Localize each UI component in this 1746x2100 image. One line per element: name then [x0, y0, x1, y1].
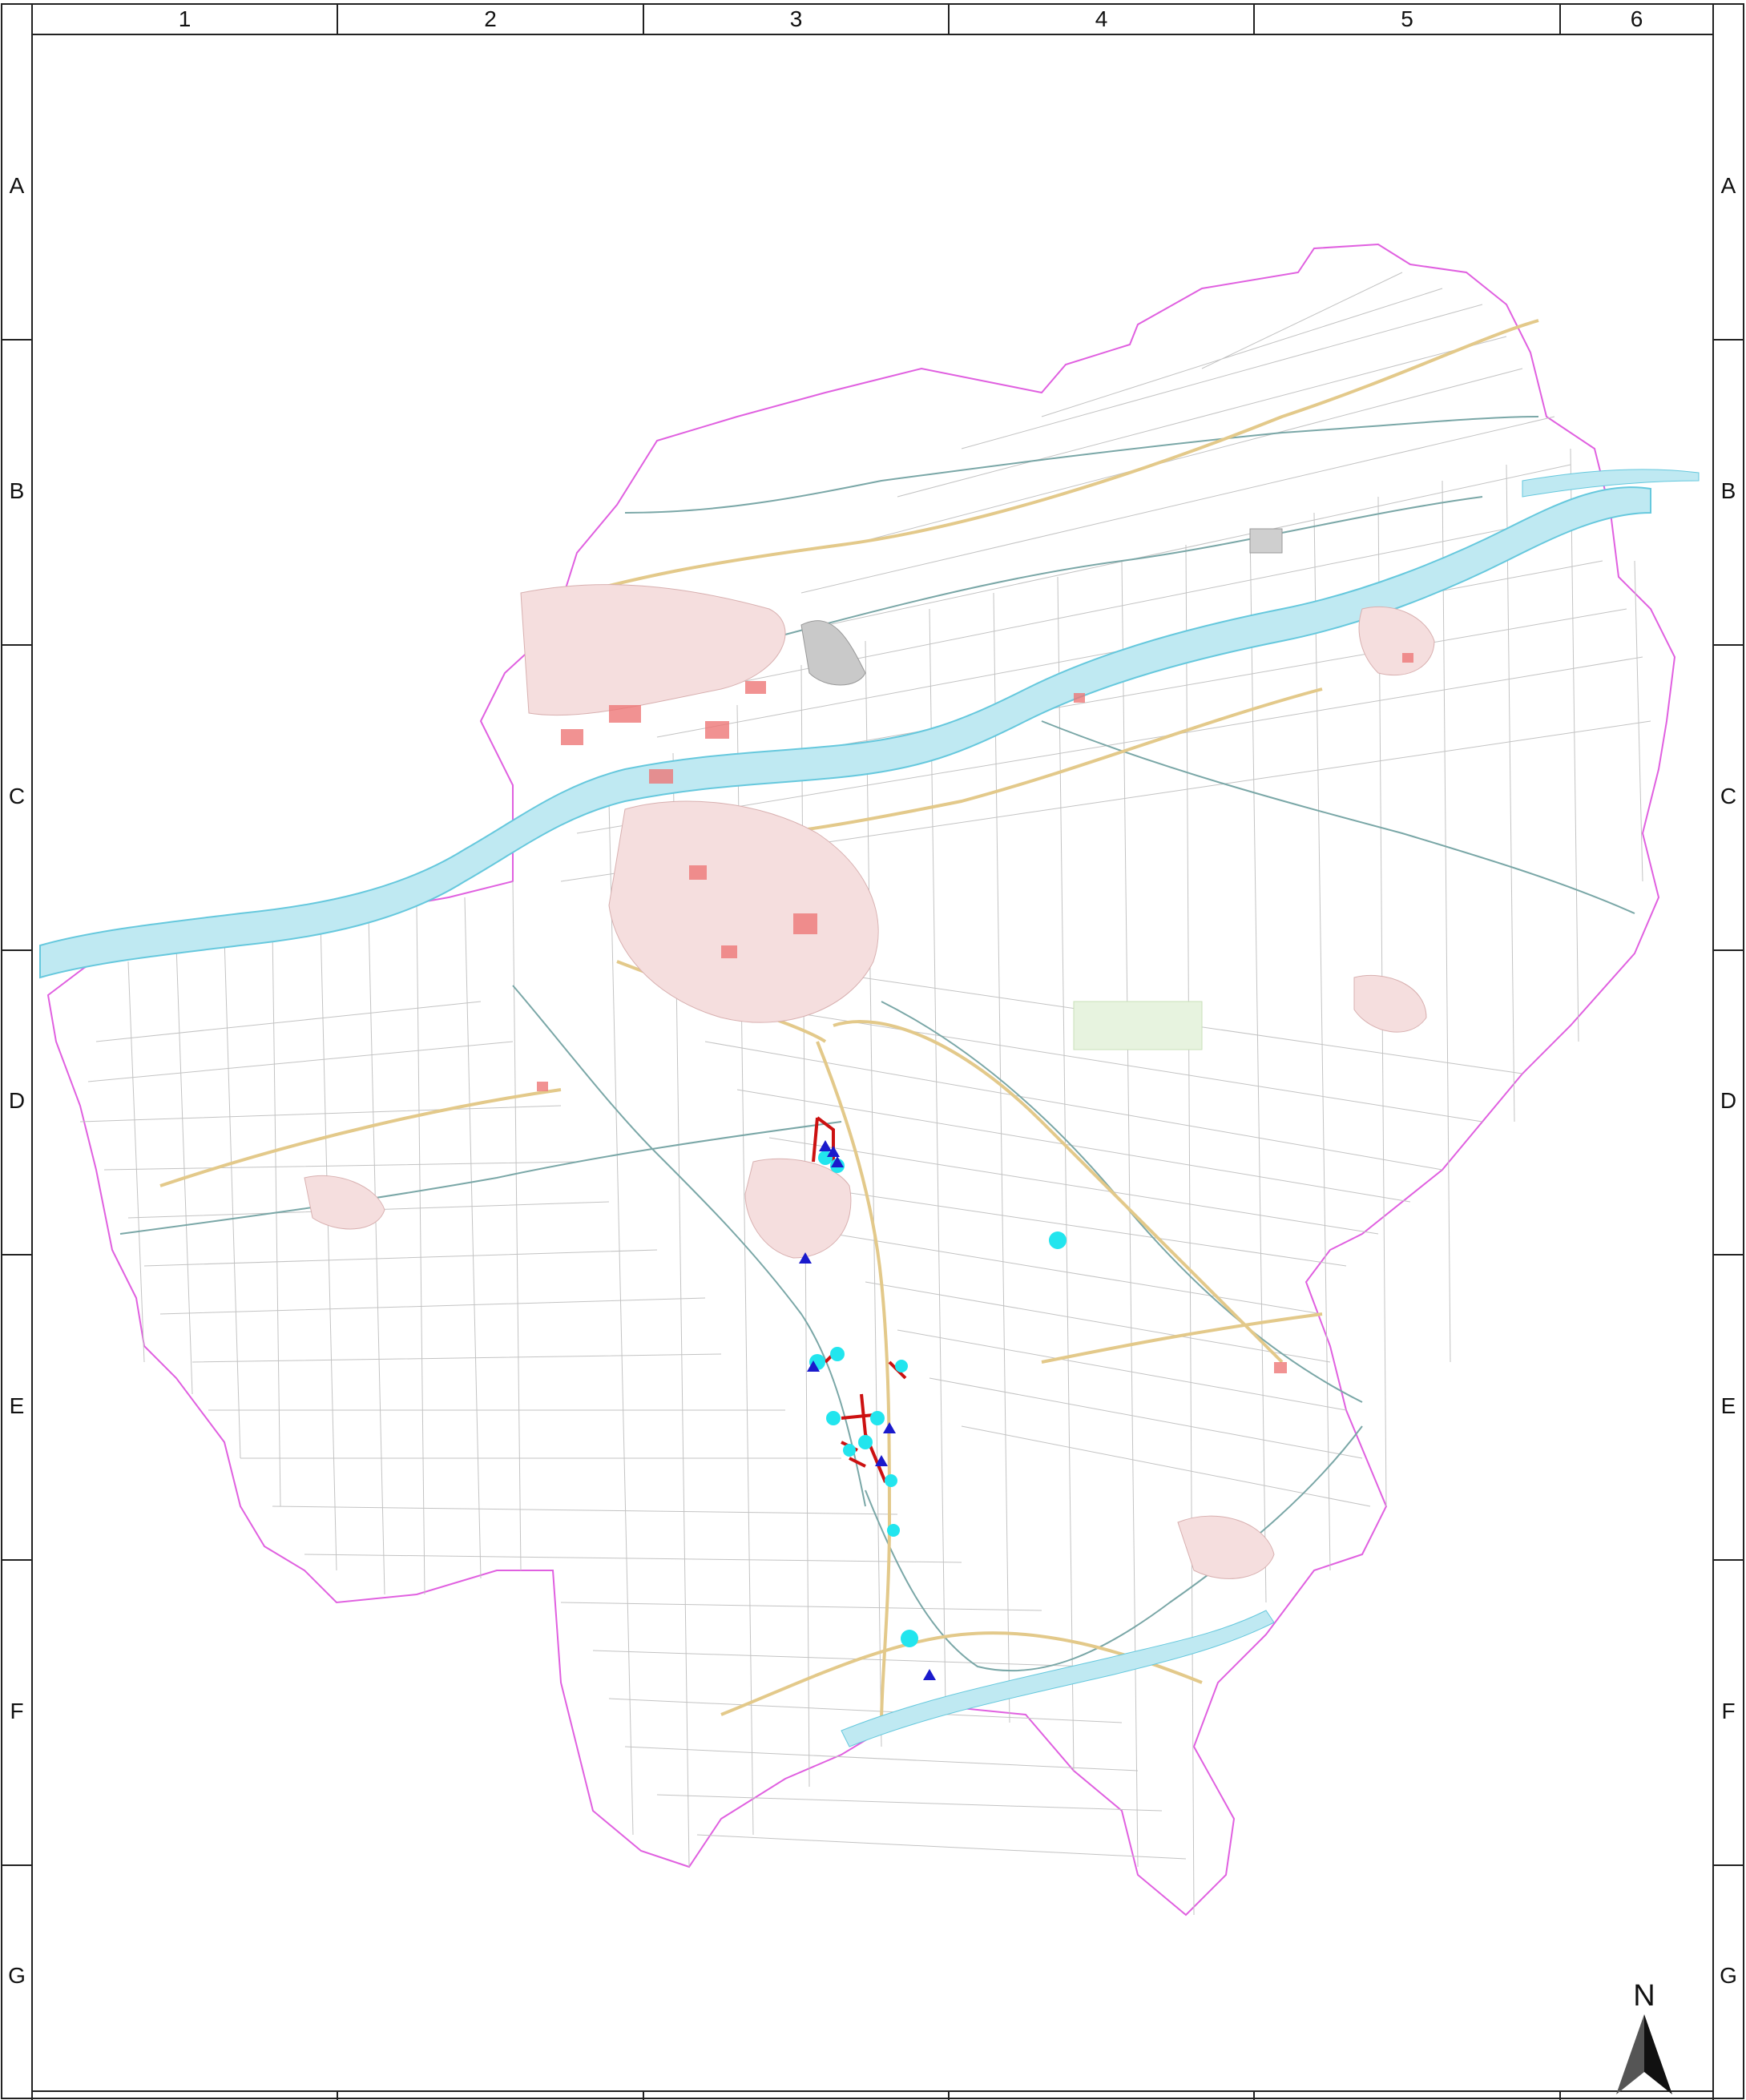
grid-column-label: 3	[789, 6, 803, 31]
grid-row-label-right: C	[1720, 784, 1737, 808]
grid-row-label-left: D	[8, 1088, 26, 1113]
urban-areas	[304, 528, 1435, 1579]
grid-row-label-right: E	[1720, 1393, 1736, 1418]
grid-row-label-right: A	[1720, 173, 1736, 198]
circle-marker-icon[interactable]	[826, 1411, 841, 1425]
circle-marker-icon[interactable]	[843, 1444, 856, 1457]
triangle-marker-icon[interactable]	[807, 1360, 820, 1372]
grid-row-label-left: F	[10, 1699, 24, 1723]
grid-row-label-left: E	[9, 1393, 25, 1418]
grid-row-label-left: G	[8, 1963, 26, 1988]
triangle-marker-icon[interactable]	[831, 1156, 844, 1167]
triangle-markers[interactable]	[799, 1140, 936, 1680]
circle-marker-icon[interactable]	[901, 1630, 918, 1647]
grid-column-label: 6	[1630, 6, 1643, 31]
circle-marker-icon[interactable]	[830, 1347, 845, 1361]
circle-marker-icon[interactable]	[1049, 1231, 1067, 1249]
north-label: N	[1633, 1979, 1655, 2013]
grid-row-label-left: A	[9, 173, 25, 198]
circle-marker-icon[interactable]	[870, 1411, 885, 1425]
triangle-marker-icon[interactable]	[819, 1140, 832, 1151]
grid-column-label: 5	[1401, 6, 1413, 31]
north-arrow-icon	[1616, 2014, 1672, 2094]
grid-row-label-left: C	[8, 784, 26, 808]
grid-column-label: 1	[178, 6, 192, 31]
map-frame	[1, 3, 1744, 2100]
triangle-marker-icon[interactable]	[883, 1422, 896, 1433]
river	[39, 469, 1700, 1747]
circle-marker-icon[interactable]	[885, 1474, 897, 1487]
north-arrow: N	[1612, 1979, 1676, 2099]
grid-column-label: 4	[1095, 6, 1108, 31]
grid-row-label-right: F	[1721, 1699, 1736, 1723]
grid-row-label-right: B	[1720, 478, 1736, 503]
triangle-marker-icon[interactable]	[875, 1455, 888, 1466]
grid-row-label-right: G	[1720, 1963, 1737, 1988]
triangle-marker-icon[interactable]	[799, 1252, 812, 1264]
circle-marker-icon[interactable]	[887, 1524, 900, 1537]
circle-marker-icon[interactable]	[858, 1435, 873, 1449]
triangle-marker-icon[interactable]	[827, 1146, 840, 1157]
grid-row-label-left: B	[9, 478, 25, 503]
grid-column-label: 2	[484, 6, 497, 31]
grid-row-label-right: D	[1720, 1088, 1737, 1113]
circle-marker-icon[interactable]	[895, 1360, 908, 1372]
triangle-marker-icon[interactable]	[923, 1669, 936, 1680]
